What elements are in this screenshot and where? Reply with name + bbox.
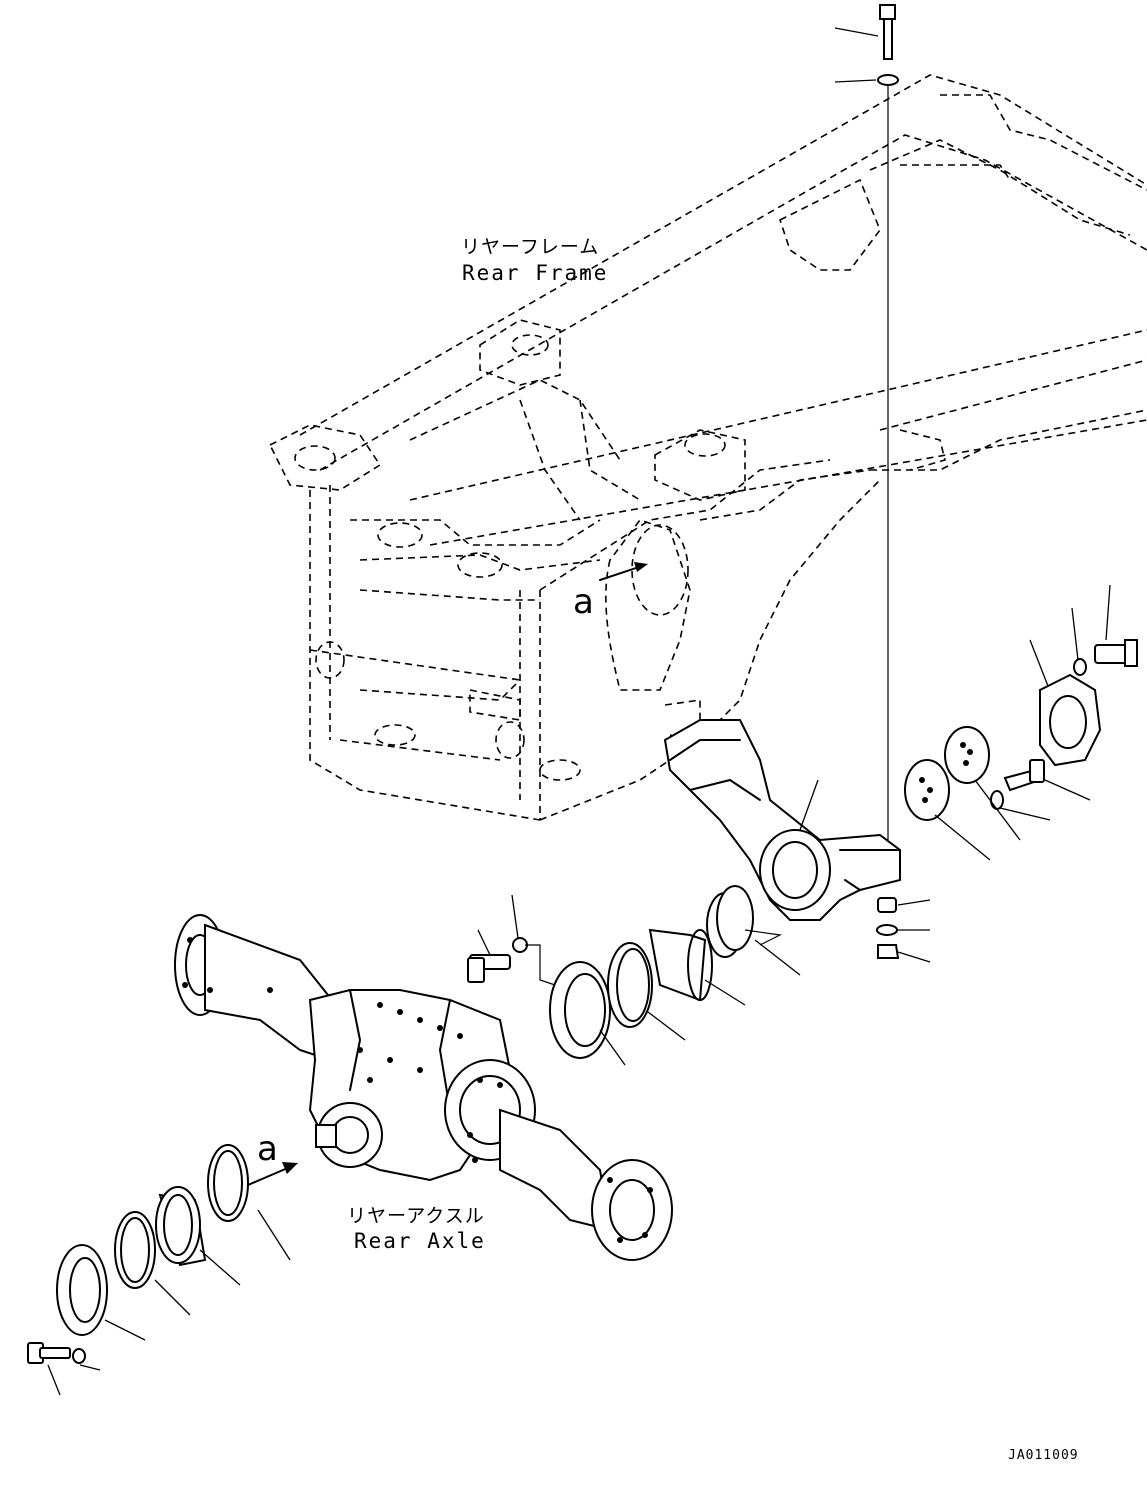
right-plates bbox=[904, 726, 1091, 861]
axle-support-bracket bbox=[663, 719, 901, 921]
rear-axle-drawing bbox=[174, 914, 673, 1261]
rear-axle-label-jp: リヤーアクスル bbox=[347, 1205, 485, 1227]
right-end-cover bbox=[1029, 584, 1138, 767]
lower-left-seal-parts bbox=[27, 1144, 291, 1396]
top-bolt bbox=[834, 4, 899, 840]
rear-frame-drawing bbox=[268, 74, 1147, 821]
axle-view-arrow-label: a bbox=[257, 1129, 278, 1169]
frame-view-arrow bbox=[599, 562, 648, 581]
rear-axle-label-en: Rear Axle bbox=[354, 1229, 486, 1253]
drawing-code: JA011009 bbox=[1008, 1448, 1079, 1463]
axle-view-arrow bbox=[247, 1162, 298, 1186]
rear-frame-label-jp: リヤーフレーム bbox=[461, 236, 600, 258]
rear-frame-label-en: Rear Frame bbox=[462, 261, 609, 285]
bracket-lower-parts bbox=[876, 897, 931, 963]
frame-view-arrow-label: a bbox=[573, 582, 594, 622]
center-seal-parts bbox=[467, 885, 801, 1066]
